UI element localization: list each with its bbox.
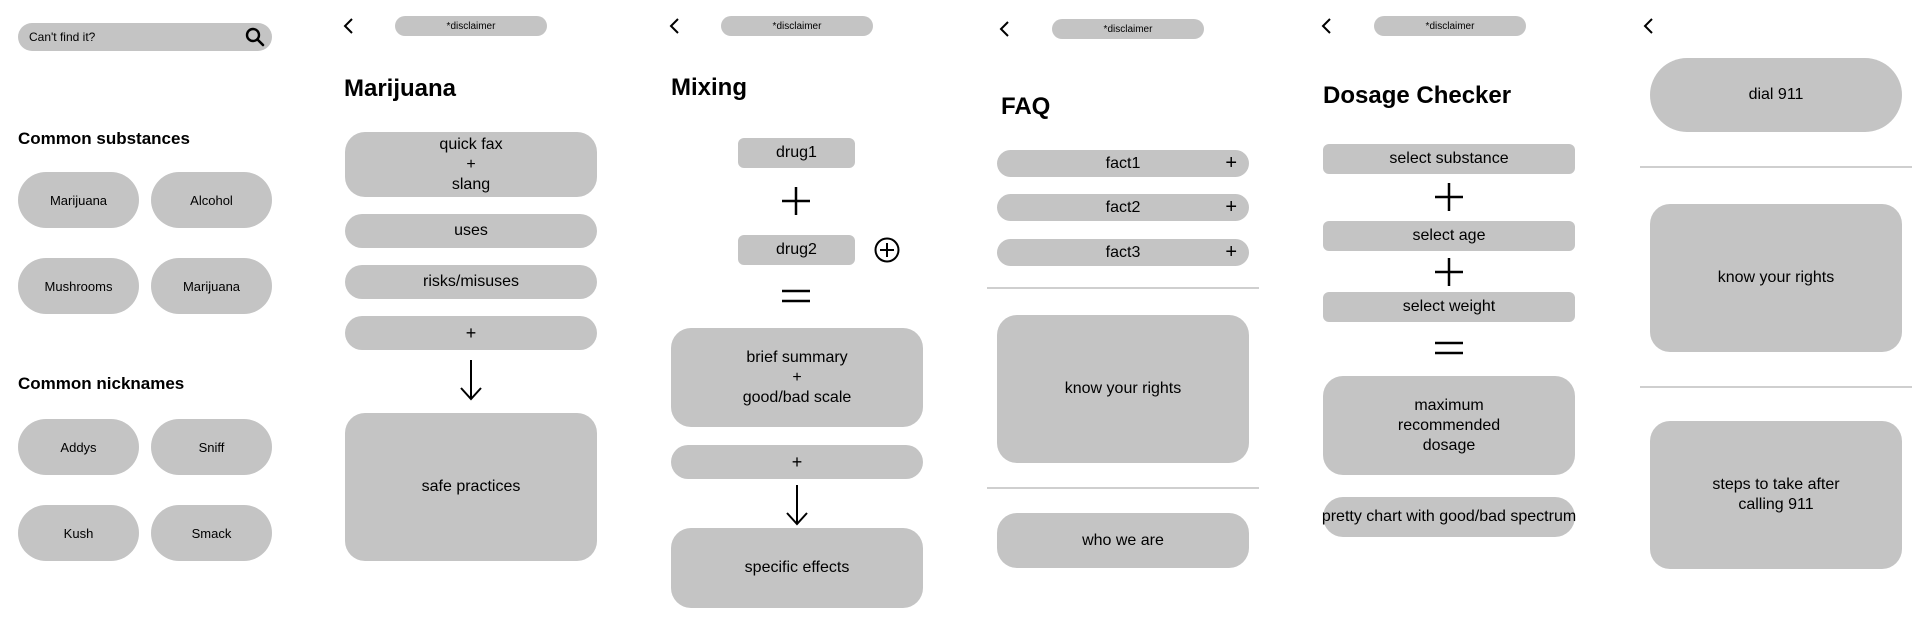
page-title: Mixing (671, 74, 747, 101)
summary-label: brief summary + good/bad scale (742, 348, 852, 406)
select-substance-label: select substance (1389, 150, 1509, 167)
uses-label: uses (454, 222, 488, 239)
steps-after-911-card[interactable]: steps to take after calling 911 (1650, 421, 1902, 569)
disclaimer-label: *disclaimer (1103, 23, 1153, 35)
know-rights-card[interactable]: know your rights (997, 315, 1249, 463)
search-bar[interactable]: Can't find it? (18, 23, 272, 51)
arrow-down-icon (459, 360, 483, 402)
equals-icon (1435, 339, 1463, 357)
expand-button[interactable]: + (345, 316, 597, 350)
risks-label: risks/misuses (422, 273, 519, 290)
know-rights-card[interactable]: know your rights (1650, 204, 1902, 352)
expand-button[interactable]: + (671, 445, 923, 479)
back-chevron-icon[interactable] (1638, 15, 1660, 37)
expand-plus-icon[interactable]: + (1225, 152, 1237, 174)
nickname-label: Addys (60, 439, 97, 455)
specific-effects-label: specific effects (744, 559, 850, 576)
plus-label: + (791, 451, 803, 472)
know-rights-label: know your rights (1064, 380, 1182, 397)
page-title: Dosage Checker (1323, 82, 1512, 109)
substance-label: Marijuana (182, 278, 241, 294)
substance-label: Mushrooms (44, 278, 113, 294)
safe-practices-label: safe practices (421, 478, 521, 495)
nickname-button[interactable]: Sniff (151, 419, 272, 475)
uses-button[interactable]: uses (345, 214, 597, 248)
back-chevron-icon[interactable] (1316, 15, 1338, 37)
substance-button[interactable]: Alcohol (151, 172, 272, 228)
specific-effects-card[interactable]: specific effects (671, 528, 923, 608)
page-title: Marijuana (344, 75, 457, 102)
quick-facts-label: quick fax + slang (439, 135, 503, 193)
search-icon[interactable] (245, 27, 265, 47)
risks-button[interactable]: risks/misuses (345, 265, 597, 299)
max-dosage-card[interactable]: maximum recommended dosage (1323, 376, 1575, 475)
who-we-are-label: who we are (1082, 531, 1164, 549)
substance-button[interactable]: Marijuana (151, 258, 272, 314)
summary-card[interactable]: brief summary + good/bad scale (671, 328, 923, 427)
section-divider (1640, 386, 1912, 388)
substance-button[interactable]: Mushrooms (18, 258, 139, 314)
dial-911-button[interactable]: dial 911 (1650, 58, 1902, 132)
fact-item[interactable]: fact3 + (997, 239, 1249, 266)
disclaimer-button[interactable]: *disclaimer (1374, 16, 1526, 36)
plus-icon (1435, 258, 1463, 286)
nickname-label: Sniff (198, 439, 225, 455)
nickname-label: Kush (63, 525, 94, 541)
dosage-chart-card[interactable] (1323, 497, 1575, 537)
expand-plus-icon[interactable]: + (1225, 241, 1237, 263)
add-drug-circle-icon[interactable] (874, 237, 900, 263)
nickname-label: Smack (191, 525, 232, 541)
select-substance-dropdown[interactable]: select substance (1323, 144, 1575, 174)
substance-label: Alcohol (190, 192, 233, 208)
disclaimer-button[interactable]: *disclaimer (395, 16, 547, 36)
drug2-select[interactable]: drug2 (738, 235, 855, 265)
who-we-are-card[interactable]: who we are (997, 513, 1249, 568)
page-title: FAQ (1001, 93, 1051, 120)
back-chevron-icon[interactable] (664, 15, 686, 37)
disclaimer-label: *disclaimer (1425, 20, 1475, 32)
steps-after-911-label: steps to take after calling 911 (1712, 476, 1840, 513)
back-chevron-icon[interactable] (994, 18, 1016, 40)
back-chevron-icon[interactable] (338, 15, 360, 37)
safe-practices-card[interactable]: safe practices (345, 413, 597, 561)
substance-button[interactable]: Marijuana (18, 172, 139, 228)
disclaimer-button[interactable]: *disclaimer (721, 16, 873, 36)
fact-label: fact3 (1105, 243, 1141, 261)
quick-facts-button[interactable]: quick fax + slang (345, 132, 597, 197)
section-divider (1640, 166, 1912, 168)
disclaimer-label: *disclaimer (772, 20, 822, 32)
drug1-select[interactable]: drug1 (738, 138, 855, 168)
fact-label: fact1 (1105, 154, 1141, 172)
drug2-label: drug2 (776, 241, 817, 258)
max-dosage-label: maximum recommended dosage (1397, 396, 1501, 454)
drug1-label: drug1 (776, 144, 817, 161)
expand-plus-icon[interactable]: + (1225, 196, 1237, 218)
disclaimer-label: *disclaimer (446, 20, 496, 32)
select-age-label: select age (1412, 227, 1486, 244)
nickname-button[interactable]: Addys (18, 419, 139, 475)
plus-icon (782, 187, 810, 215)
select-weight-label: select weight (1402, 298, 1496, 315)
fact-label: fact2 (1105, 198, 1141, 216)
plus-icon (1435, 183, 1463, 211)
disclaimer-button[interactable]: *disclaimer (1052, 19, 1204, 39)
fact-item[interactable]: fact2 + (997, 194, 1249, 221)
select-age-dropdown[interactable]: select age (1323, 221, 1575, 251)
section-divider (987, 287, 1259, 289)
substance-label: Marijuana (49, 192, 108, 208)
dial-911-label: dial 911 (1748, 86, 1804, 103)
common-substances-title: Common substances (18, 129, 190, 148)
select-weight-dropdown[interactable]: select weight (1323, 292, 1575, 322)
plus-label: + (465, 322, 477, 343)
dosage-chart-label: pretty chart with good/bad spectrum (1321, 508, 1577, 525)
nickname-button[interactable]: Smack (151, 505, 272, 561)
equals-icon (782, 287, 810, 305)
fact-item[interactable]: fact1 + (997, 150, 1249, 177)
common-nicknames-title: Common nicknames (18, 374, 185, 393)
know-rights-label: know your rights (1717, 269, 1835, 286)
section-divider (987, 487, 1259, 489)
arrow-down-icon (785, 485, 809, 527)
search-placeholder: Can't find it? (29, 30, 96, 44)
nickname-button[interactable]: Kush (18, 505, 139, 561)
